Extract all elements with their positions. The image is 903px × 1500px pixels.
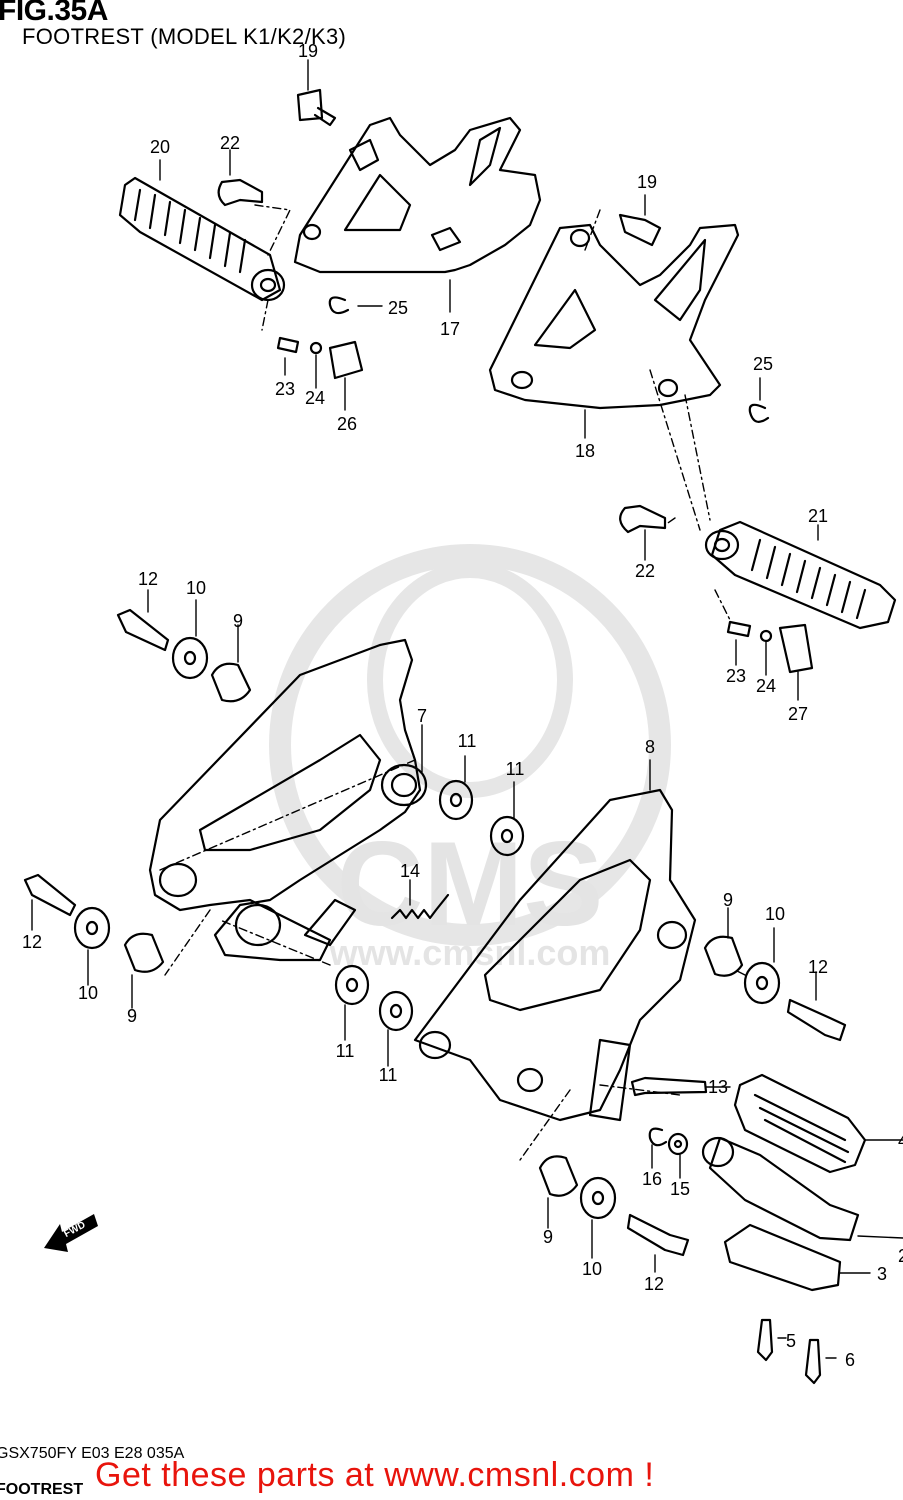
part-label-11: 11	[506, 759, 525, 779]
part-label-12: 12	[808, 957, 828, 977]
part-label-10: 10	[186, 578, 206, 598]
washer-11-d	[378, 990, 414, 1032]
ball-24-lower	[759, 629, 773, 643]
bolt-12-c	[786, 998, 847, 1042]
screw-6	[804, 1338, 822, 1385]
part-label-26: 26	[337, 414, 357, 434]
bushing-9-a	[210, 662, 252, 703]
figure-subtitle: FOOTREST (MODEL K1/K2/K3)	[22, 24, 347, 49]
part-label-9: 9	[723, 890, 733, 910]
part-label-8: 8	[645, 737, 655, 757]
bracket-plate-8	[413, 788, 697, 1122]
part-label-22: 22	[220, 133, 240, 153]
part-label-19: 19	[637, 172, 657, 192]
part-label-4: 4	[898, 1131, 903, 1151]
bushing-9-c	[703, 935, 744, 977]
spring-23-upper	[276, 336, 300, 354]
part-label-2: 2	[898, 1246, 903, 1266]
ball-24-upper	[309, 341, 323, 355]
bolt-12-a	[116, 608, 170, 652]
part-label-22: 22	[635, 561, 655, 581]
bracket-17	[293, 116, 542, 274]
clip-26	[328, 340, 364, 380]
eclip-25-lower	[748, 403, 770, 423]
part-label-5: 5	[786, 1331, 796, 1351]
part-label-18: 18	[575, 441, 595, 461]
clip-27	[778, 623, 814, 674]
part-label-9: 9	[543, 1227, 553, 1247]
part-label-10: 10	[765, 904, 785, 924]
part-label-10: 10	[582, 1259, 602, 1279]
washer-11-c	[334, 964, 370, 1006]
part-label-25: 25	[388, 298, 408, 318]
part-label-20: 20	[150, 137, 170, 157]
figure-title: FIG.35A	[0, 0, 108, 27]
part-label-12: 12	[138, 569, 158, 589]
part-label-11: 11	[336, 1041, 355, 1061]
fwd-direction-badge: FWD	[44, 1214, 98, 1252]
bolt-12-d	[626, 1213, 690, 1257]
part-label-12: 12	[22, 932, 42, 952]
footpeg-arm-2	[708, 1136, 860, 1242]
part-label-14: 14	[400, 861, 420, 881]
model-code: GSX750FY E03 E28 035A	[0, 1445, 185, 1462]
washer-10-c	[743, 961, 781, 1005]
washer-11-b	[489, 815, 525, 857]
bushing-9-d	[538, 1155, 579, 1197]
part-label-15: 15	[670, 1179, 690, 1199]
part-label-11: 11	[458, 731, 477, 751]
part-label-10: 10	[78, 983, 98, 1003]
pin-13	[630, 1076, 708, 1097]
promo-banner[interactable]: Get these parts at www.cmsnl.com !	[95, 1456, 655, 1494]
part-label-16: 16	[642, 1169, 662, 1189]
pin-22-upper	[217, 178, 264, 207]
washer-10-a	[171, 636, 209, 680]
part-label-23: 23	[275, 379, 295, 399]
part-label-25: 25	[753, 354, 773, 374]
pin-22-lower	[619, 504, 667, 534]
spring-23-lower	[726, 620, 752, 638]
part-label-6: 6	[845, 1350, 855, 1370]
washer-10-d	[579, 1176, 617, 1220]
footpeg-eye	[701, 1136, 735, 1168]
washer-10-b	[73, 906, 111, 950]
part-label-7: 7	[417, 706, 427, 726]
leader-lines	[31, 59, 903, 1359]
bushing-9-b	[123, 932, 165, 973]
bolt-12-b	[23, 873, 77, 917]
part-label-24: 24	[756, 676, 776, 696]
eclip-16	[648, 1127, 668, 1147]
rubber-3	[723, 1223, 842, 1292]
cms-watermark: CMS www.cmsnl.com	[269, 544, 671, 973]
bolt-19-upper	[296, 88, 337, 127]
part-label-24: 24	[305, 388, 325, 408]
part-label-13: 13	[708, 1077, 728, 1097]
screw-5	[756, 1318, 774, 1362]
footer-label: FOOTREST	[0, 1481, 84, 1498]
part-label-21: 21	[808, 506, 828, 526]
part-label-9: 9	[127, 1006, 137, 1026]
spring-14	[390, 893, 450, 920]
footpeg-4	[733, 1073, 867, 1174]
part-label-3: 3	[877, 1264, 887, 1284]
eclip-25-upper	[328, 296, 350, 315]
part-label-27: 27	[788, 704, 808, 724]
part-label-12: 12	[644, 1274, 664, 1294]
washer-11-a	[438, 779, 474, 821]
part-label-11: 11	[379, 1065, 398, 1085]
bracket-plate-7	[148, 638, 428, 962]
part-label-17: 17	[440, 319, 460, 339]
part-label-23: 23	[726, 666, 746, 686]
bracket-18	[488, 223, 740, 410]
washer-15	[667, 1132, 689, 1156]
bolt-19-lower	[618, 213, 662, 247]
part-label-19: 19	[298, 41, 318, 61]
footpeg-20	[118, 176, 286, 302]
watermark-logo-text: CMS	[337, 817, 604, 951]
part-label-9: 9	[233, 611, 243, 631]
footpeg-21	[704, 520, 897, 630]
